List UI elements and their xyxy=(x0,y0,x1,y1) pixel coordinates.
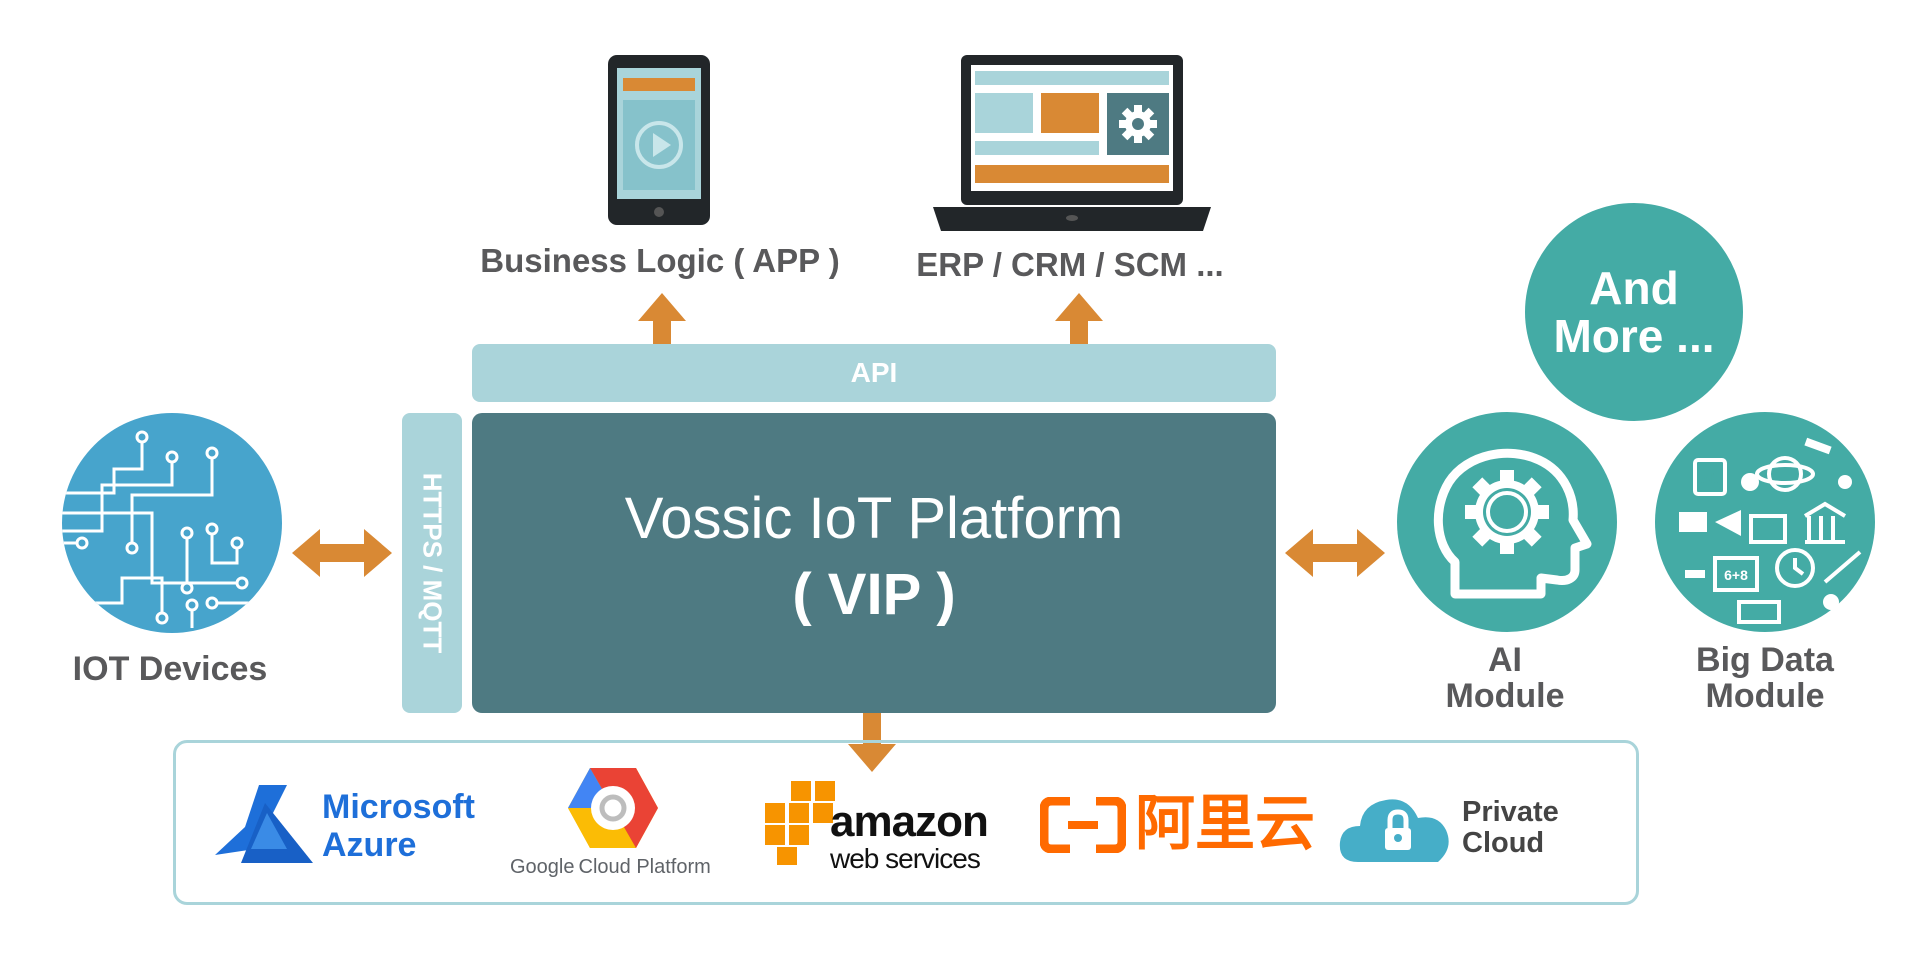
aws-logo-text: amazon web services xyxy=(830,797,989,874)
ai-module-line1: AI xyxy=(1488,641,1522,679)
and-more-line1: And xyxy=(1589,262,1679,314)
iot-devices-label: IOT Devices xyxy=(72,650,268,688)
big-data-line1: Big Data xyxy=(1696,641,1834,679)
private-line1: Private xyxy=(1462,796,1559,828)
business-logic-label: Business Logic ( APP ) xyxy=(480,242,840,279)
svg-text:6+8: 6+8 xyxy=(1724,567,1748,583)
private-cloud-logo-text: Private Cloud xyxy=(1462,797,1559,859)
azure-logo-text: Microsoft Azure xyxy=(322,788,475,864)
platform-subtitle: ( VIP ) xyxy=(792,562,956,627)
aws-logo-icon xyxy=(763,779,837,867)
azure-logo-icon xyxy=(215,785,313,863)
cloud-providers-box xyxy=(173,740,1639,905)
iot-arrow xyxy=(292,529,392,577)
cloud-lock-icon xyxy=(1339,799,1449,862)
svg-text:Ab: Ab xyxy=(1701,470,1720,486)
protocol-label: HTTPS / MQTT xyxy=(417,472,448,654)
api-bar: API xyxy=(472,344,1276,402)
ai-head-icon xyxy=(1397,412,1617,632)
ai-module-line2: Module xyxy=(1445,677,1565,715)
protocol-bar: HTTPS / MQTT xyxy=(402,413,462,713)
and-more-line2: More ... xyxy=(1553,310,1715,362)
google-cloud-logo-icon xyxy=(568,768,658,848)
ai-arrow xyxy=(1285,529,1385,577)
big-data-module-label: Big Data Module xyxy=(1665,642,1865,714)
google-rest: Cloud Platform xyxy=(578,856,711,878)
laptop-icon xyxy=(933,55,1211,231)
private-line2: Cloud xyxy=(1462,827,1545,859)
aliyun-logo-text: 阿里云 xyxy=(1135,789,1315,859)
aws-line2: web services xyxy=(830,843,981,874)
and-more-circle: And More ... xyxy=(1525,203,1743,421)
big-data-line2: Module xyxy=(1705,677,1825,715)
aliyun-logo-icon xyxy=(1040,797,1126,853)
platform-box: Vossic IoT Platform ( VIP ) xyxy=(472,413,1276,713)
azure-line1: Microsoft xyxy=(322,788,475,826)
azure-line2: Azure xyxy=(322,826,417,864)
tablet-icon xyxy=(608,55,710,225)
erp-label: ERP / CRM / SCM ... xyxy=(916,246,1224,283)
ai-module-label: AI Module xyxy=(1405,642,1605,714)
big-data-icon: Ab 6+8 xyxy=(1655,412,1875,632)
circuit-icon xyxy=(62,413,282,633)
platform-title: Vossic IoT Platform xyxy=(624,486,1124,551)
aws-line1: amazon xyxy=(830,797,989,846)
google-word: Google xyxy=(510,856,575,878)
